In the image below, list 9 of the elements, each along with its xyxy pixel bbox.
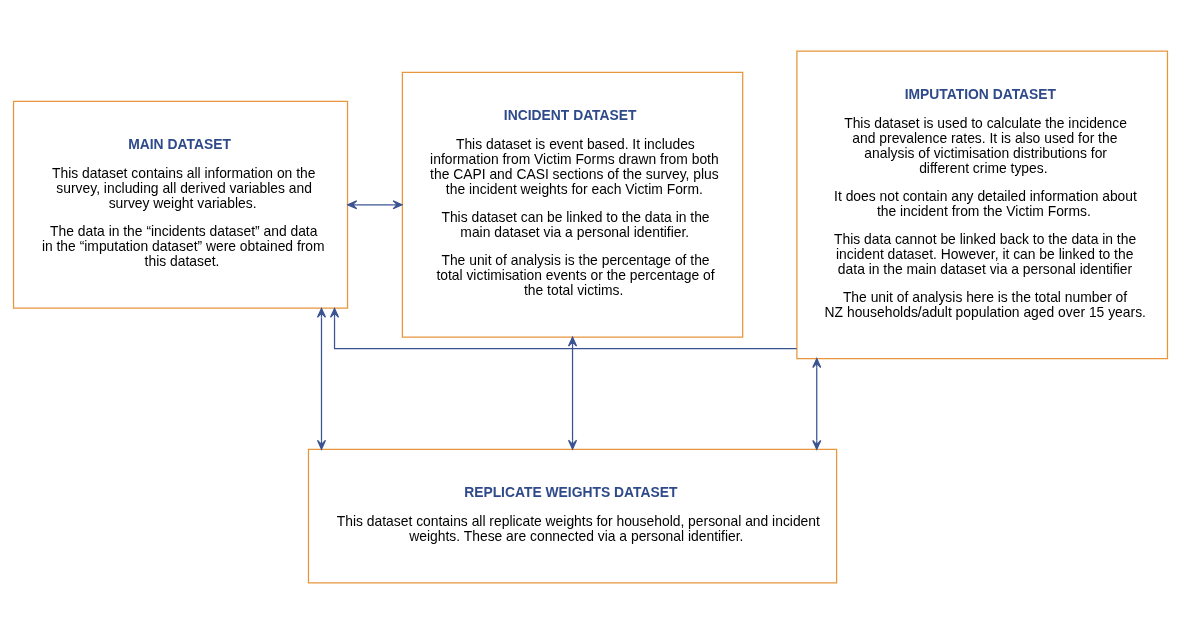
node-box: REPLICATE WEIGHTS DATASET This dataset contains all replicate weights for household, personal and incident weights. These are connected via a personal identifier. <box>307 448 838 584</box>
node-box: MAIN DATASET This dataset contains all information on the survey, including all derived variables and survey weight variables. The data in the “incidents dataset” and data in the “imputation dataset” were obtained from this dataset. <box>12 100 349 309</box>
node-box: INCIDENT DATASET This dataset is event based. It includes information from Victim Forms drawn from both the CAPI and CASI sections of the survey, plus the incident weights for each Victim Form. This dataset can be linked to the data in the main dataset via a personal identifier. The unit of analysis is the percentage of the total victimisation events or the percentage of the total victims. <box>401 71 744 338</box>
arrow <box>812 357 822 450</box>
node-box: IMPUTATION DATASET This dataset is used to calculate the incidence and prevalence rates. It is also used for the analysis of victimisation distributions for different crime types. It does not contain any detailed information about the incident from the Victim Forms. This data cannot be linked back to the data in the incident dataset. However, it can be linked to the data in the main dataset via a personal identifier The unit of analysis here is the total number of NZ households/adult population aged over 15 years. <box>796 49 1169 359</box>
arrow <box>329 307 798 349</box>
arrow <box>567 336 578 450</box>
arrow <box>316 307 327 450</box>
arrow <box>347 199 403 209</box>
